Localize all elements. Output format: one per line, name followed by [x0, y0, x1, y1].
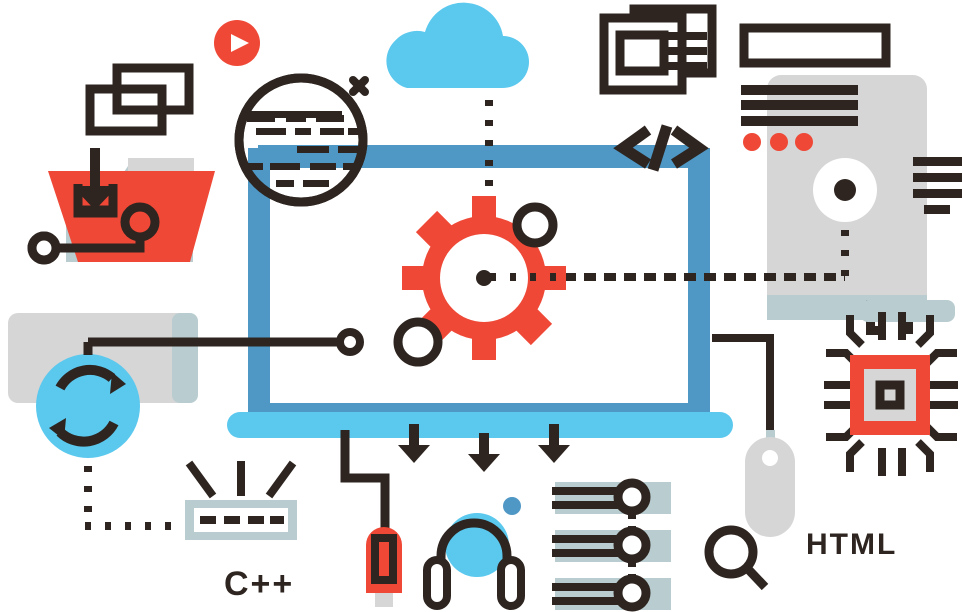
- download-arrows: [398, 424, 570, 472]
- connector-ring-mid: [336, 328, 364, 356]
- code-magnifier-lines: [245, 111, 360, 187]
- code-tag-icon: [613, 124, 709, 172]
- download-arrow-head: [76, 186, 114, 210]
- left-gray-panel-accent: [172, 313, 198, 403]
- sync-icon[interactable]: [36, 354, 140, 458]
- headphones-icon: [423, 497, 525, 610]
- ring-upper-right: [512, 202, 558, 248]
- server-side-lines: [913, 157, 962, 214]
- rack-ring-1: [613, 478, 651, 516]
- blue-pipe-vertical: [248, 148, 268, 418]
- laptop-to-usb-wire: [340, 430, 390, 530]
- close-icon[interactable]: [349, 76, 369, 96]
- cpp-label: C++: [224, 565, 294, 603]
- folder-connector-ring: [120, 202, 160, 242]
- windows-stack-icon-front: [112, 63, 194, 115]
- download-tray: [73, 184, 118, 218]
- panel-to-node-wire: [83, 337, 340, 347]
- usb-drive-icon: [366, 527, 402, 607]
- rack-ring-2: [613, 526, 651, 564]
- server-lines: [741, 85, 858, 126]
- play-button-icon[interactable]: [214, 20, 260, 66]
- text-bar-icon: [739, 23, 891, 68]
- router-icon: [185, 460, 297, 540]
- html-label: HTML: [806, 528, 897, 561]
- folder-connector-dot: [27, 231, 61, 265]
- server-status-lights: [743, 133, 813, 151]
- server-rack-list-icon: [552, 478, 671, 612]
- ring-lower-left: [393, 317, 443, 367]
- presentation-lines: [667, 32, 707, 70]
- sync-dotted-line: [84, 466, 190, 530]
- headphone-dot: [503, 497, 521, 515]
- blue-pipe-vertical-right: [690, 148, 710, 418]
- server-foot-left-base: [866, 326, 886, 335]
- cloud-icon: [386, 2, 529, 89]
- code-magnifier-ring: [234, 73, 368, 207]
- presentation-front-frame: [599, 13, 687, 95]
- laptop-base-top: [226, 412, 733, 438]
- gear-center-dot: [476, 270, 492, 286]
- rack-ring-3: [613, 574, 651, 612]
- cpu-chip-icon: [824, 312, 958, 476]
- server-disc-hub: [834, 179, 856, 201]
- mouse-icon[interactable]: [745, 430, 795, 537]
- laptop-to-mouse-wire: [712, 334, 774, 440]
- download-arrow-shaft: [90, 148, 100, 196]
- window-overlap-patch: [122, 94, 157, 105]
- cpu-top-panel: [860, 300, 955, 322]
- search-icon[interactable]: [704, 525, 769, 591]
